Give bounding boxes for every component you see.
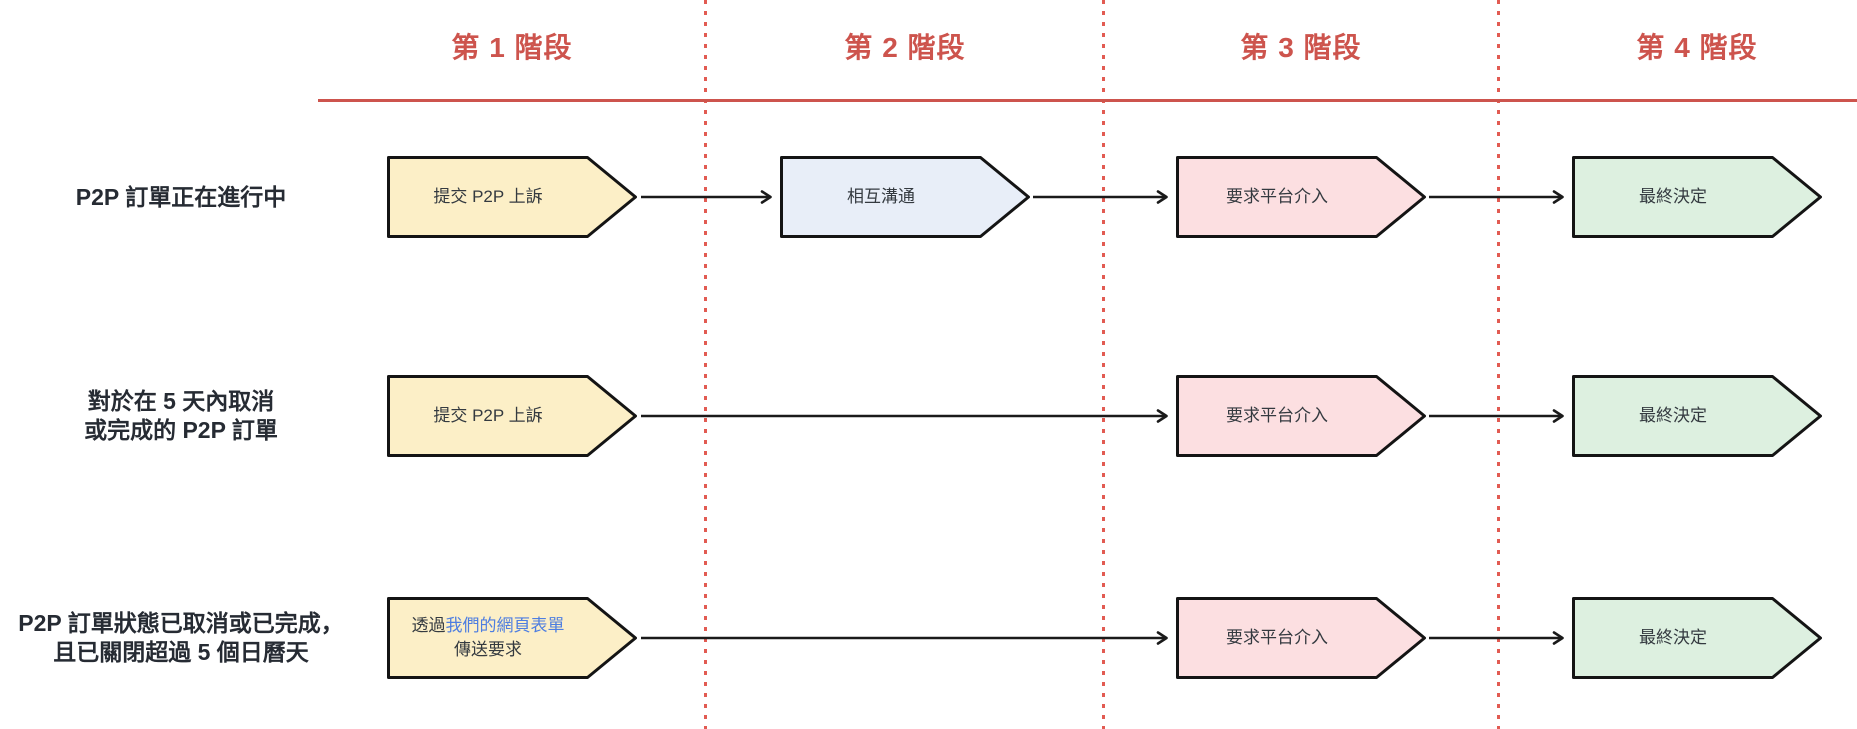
step-box-submit-appeal: 提交 P2P 上訴 — [387, 375, 637, 457]
step-box-label: 要求平台介入 — [1226, 187, 1328, 206]
row-label-line: 或完成的 P2P 訂單 — [84, 417, 278, 443]
row-label-line: 且已關閉超過 5 個日曆天 — [53, 639, 309, 665]
stage-header-1: 第 1 階段 — [451, 32, 573, 63]
stage-header-4: 第 4 階段 — [1636, 32, 1758, 63]
row-label-cancelled-within-5-days: 對於在 5 天內取消 或完成的 P2P 訂單 — [0, 375, 362, 457]
step-box-label: 要求平台介入 — [1226, 406, 1328, 425]
pentagon-shape — [1176, 375, 1426, 457]
step-box-label: 提交 P2P 上訴 — [433, 187, 543, 206]
step-box-request-platform-intervention: 要求平台介入 — [1176, 156, 1426, 238]
step-box-request-platform-intervention: 要求平台介入 — [1176, 375, 1426, 457]
pentagon-shape — [1572, 597, 1822, 679]
step-box-web-form-request: 透過我們的網頁表單 傳送要求 — [387, 597, 637, 679]
web-form-line1: 透過我們的網頁表單 — [412, 614, 565, 638]
web-form-line2: 傳送要求 — [454, 640, 522, 659]
row-label-ongoing-order: P2P 訂單正在進行中 — [0, 156, 362, 238]
row-label-closed-over-5-days: P2P 訂單狀態已取消或已完成， 且已關閉超過 5 個日曆天 — [0, 597, 362, 679]
step-box-submit-appeal: 提交 P2P 上訴 — [387, 156, 637, 238]
stage-header-2: 第 2 階段 — [844, 32, 966, 63]
step-box-label: 最終決定 — [1639, 628, 1707, 647]
row-label-line: P2P 訂單狀態已取消或已完成， — [18, 610, 344, 636]
web-form-prefix: 透過 — [411, 616, 446, 635]
row-label-line: P2P 訂單正在進行中 — [75, 183, 287, 210]
header-underline — [318, 99, 1857, 102]
step-box-final-decision: 最終決定 — [1572, 375, 1822, 457]
pentagon-shape — [1572, 156, 1822, 238]
step-box-mutual-communication: 相互溝通 — [780, 156, 1030, 238]
step-box-request-platform-intervention: 要求平台介入 — [1176, 597, 1426, 679]
step-box-label: 最終決定 — [1639, 187, 1707, 206]
pentagon-shape — [780, 156, 1030, 238]
step-box-final-decision: 最終決定 — [1572, 597, 1822, 679]
pentagon-shape — [1176, 156, 1426, 238]
pentagon-shape — [387, 156, 637, 238]
pentagon-shape — [1572, 375, 1822, 457]
step-box-label: 透過我們的網頁表單 傳送要求 — [387, 597, 589, 679]
step-box-label: 最終決定 — [1639, 406, 1707, 425]
stage-header-3: 第 3 階段 — [1240, 32, 1362, 63]
step-box-label: 提交 P2P 上訴 — [433, 406, 543, 425]
web-form-link[interactable]: 我們的網頁表單 — [445, 616, 565, 635]
step-box-final-decision: 最終決定 — [1572, 156, 1822, 238]
stage-divider-2 — [1102, 0, 1105, 729]
stage-divider-3 — [1497, 0, 1500, 729]
pentagon-shape — [1176, 597, 1426, 679]
row-label-line: 對於在 5 天內取消 — [87, 388, 275, 414]
step-box-label: 要求平台介入 — [1226, 628, 1328, 647]
pentagon-shape — [387, 597, 637, 679]
pentagon-shape — [387, 375, 637, 457]
step-box-label: 相互溝通 — [847, 187, 915, 206]
stage-divider-1 — [704, 0, 707, 729]
